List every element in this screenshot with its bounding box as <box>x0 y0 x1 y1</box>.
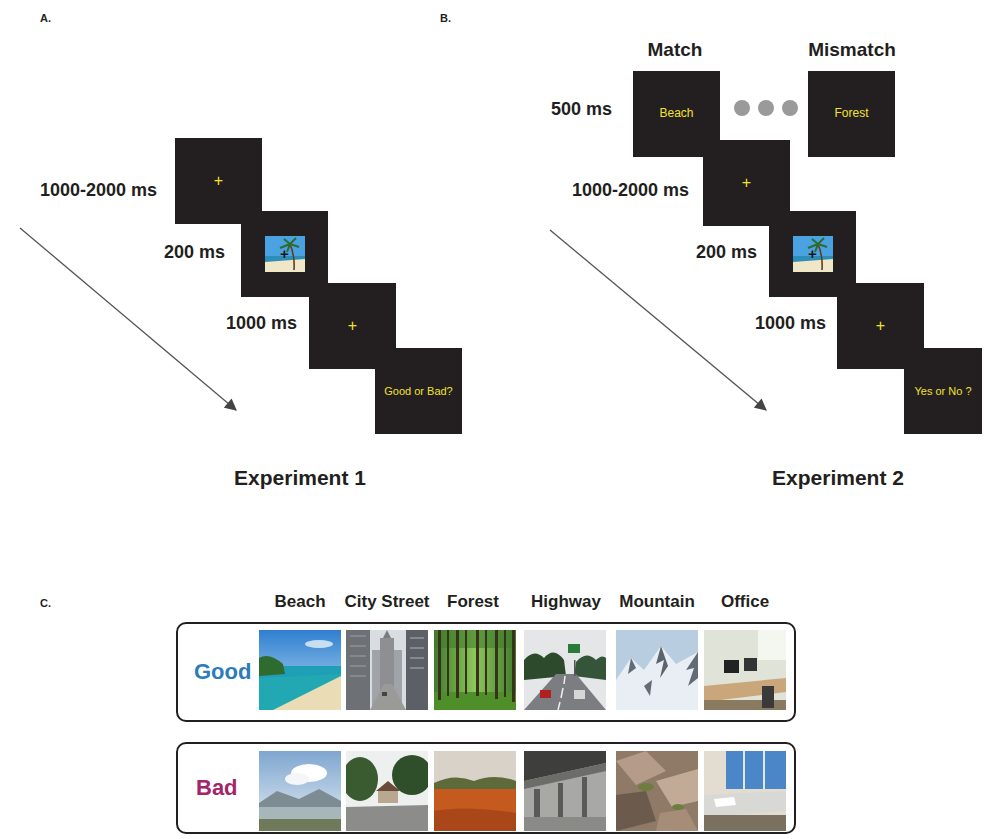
ellipsis-dot <box>782 100 798 116</box>
annotation-label: 200 ms <box>164 242 225 263</box>
panel-letter: C. <box>40 597 51 610</box>
scene-photo <box>524 751 606 831</box>
annotation-label: 1000-2000 ms <box>40 180 157 201</box>
scene-photo <box>704 751 786 831</box>
annotation-label: 500 ms <box>551 99 612 120</box>
time-arrow <box>550 230 766 410</box>
display-screen: Forest <box>808 71 895 157</box>
annotation-label: Beach <box>274 592 325 612</box>
annotation-label: Forest <box>447 592 499 612</box>
display-screen: Yes or No ? <box>904 348 982 434</box>
annotation-label: 1000-2000 ms <box>572 180 689 201</box>
annotation-label: City Street <box>344 592 429 612</box>
scene-photo <box>524 630 606 710</box>
screen-text: + <box>742 174 751 192</box>
scene-photo <box>346 630 428 710</box>
category-label: Good <box>194 660 251 684</box>
time-arrow <box>20 228 236 410</box>
annotation-label: Highway <box>531 592 601 612</box>
scene-photo <box>616 630 698 710</box>
scene-photo <box>259 751 341 831</box>
experiment-title: Experiment 2 <box>772 466 904 490</box>
annotation-label: 1000 ms <box>226 313 297 334</box>
annotation-label: 1000 ms <box>755 313 826 334</box>
category-label: Bad <box>196 776 238 800</box>
ellipsis-dot <box>758 100 774 116</box>
screen-text: + <box>214 172 223 190</box>
category-frame: Bad <box>176 742 796 834</box>
scene-photo <box>259 630 341 710</box>
scene-photo <box>434 751 516 831</box>
ellipsis-dot <box>734 100 750 116</box>
screen-text: + <box>348 317 357 335</box>
panel-letter: B. <box>440 12 451 25</box>
screen-text: Forest <box>834 107 868 120</box>
screen-text: + <box>808 246 817 263</box>
screen-text: + <box>876 317 885 335</box>
scene-photo <box>704 630 786 710</box>
scene-photo <box>342 751 432 831</box>
annotation-label: Mountain <box>619 592 695 612</box>
screen-text: Yes or No ? <box>914 385 971 397</box>
experiment-title: Experiment 1 <box>234 466 366 490</box>
annotation-label: 200 ms <box>696 242 757 263</box>
screen-text: Beach <box>659 107 693 120</box>
screen-text: + <box>280 246 289 263</box>
annotation-label: Match <box>648 39 703 61</box>
annotation-label: Office <box>721 592 769 612</box>
panel-letter: A. <box>40 12 51 25</box>
screen-text: Good or Bad? <box>384 385 453 397</box>
scene-photo <box>434 630 516 710</box>
scene-photo <box>616 751 698 831</box>
category-frame: Good <box>176 622 796 722</box>
display-screen: Good or Bad? <box>375 348 462 434</box>
annotation-label: Mismatch <box>808 39 896 61</box>
